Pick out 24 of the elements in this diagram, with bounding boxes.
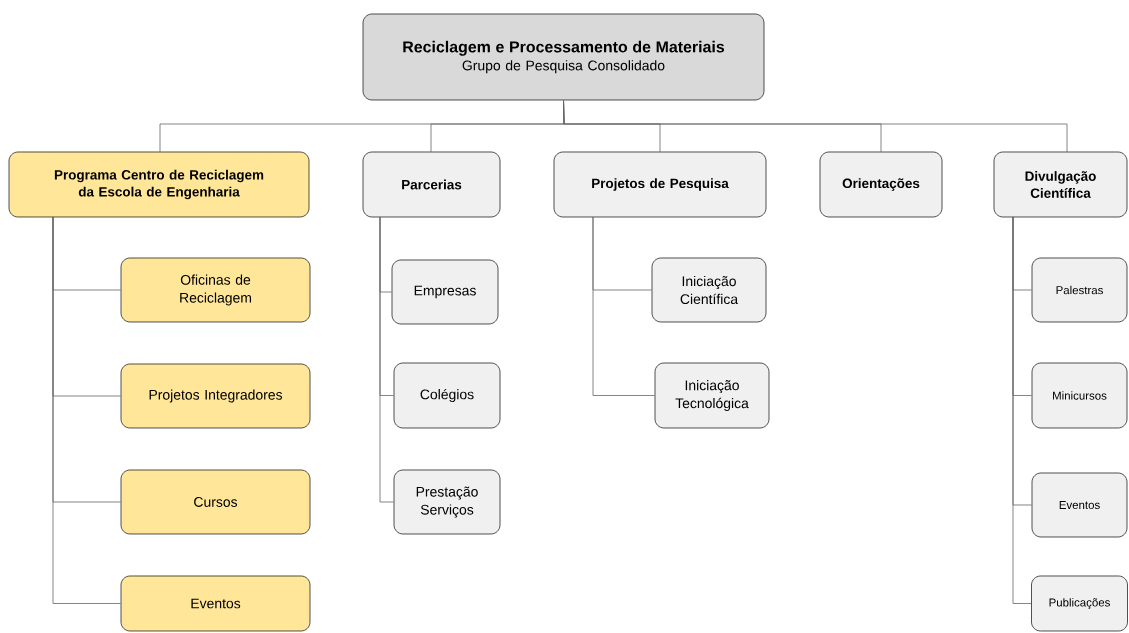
item-box: Oficinas de Reciclagem (120, 257, 311, 323)
root-box: Reciclagem e Processamento de Materiais Grupo de Pesquisa Consolidado (362, 13, 765, 101)
item-box: Prestação Serviços (393, 469, 501, 535)
category-box: Parcerias (362, 151, 501, 218)
item-box: Eventos (1031, 472, 1128, 538)
item-box: Cursos (120, 469, 311, 535)
item-box: Empresas (391, 259, 499, 325)
item-box: Publicações (1031, 575, 1128, 632)
item-box: Minicursos (1031, 362, 1128, 429)
connector (1012, 216, 1032, 604)
item-box: Iniciação Científica (651, 257, 767, 323)
category-box: Orientações (819, 151, 943, 218)
item-box: Eventos (120, 575, 311, 632)
item-box: Palestras (1031, 257, 1128, 323)
category-box: Divulgação Científica (993, 151, 1128, 218)
category-box: Programa Centro de Reciclagem da Escola de Engenharia (8, 151, 310, 218)
item-box: Iniciação Tecnológica (654, 362, 770, 429)
item-box: Projetos Integradores (120, 363, 311, 429)
item-box: Colégios (393, 362, 501, 429)
connector (52, 216, 121, 604)
connector (379, 216, 394, 503)
connector (592, 216, 655, 396)
connector (563, 100, 1068, 153)
category-box: Projetos de Pesquisa (553, 151, 767, 218)
